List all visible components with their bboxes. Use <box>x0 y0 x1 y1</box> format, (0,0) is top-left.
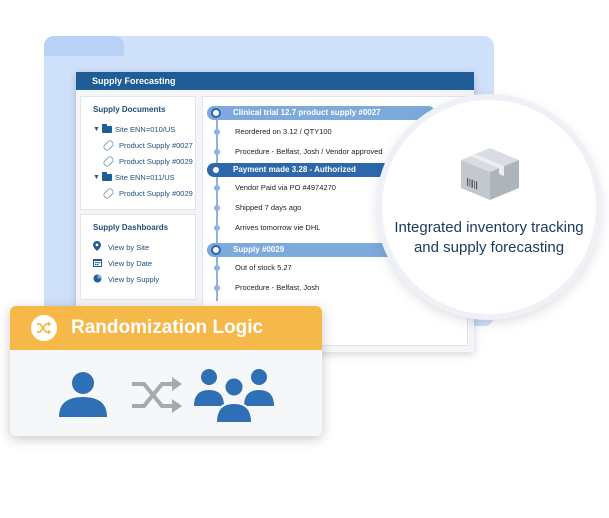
randomization-card: Randomization Logic <box>10 306 322 436</box>
timeline-entry: Shipped 7 days ago <box>235 203 302 212</box>
chevron-down-icon[interactable]: ▼ <box>93 125 100 133</box>
shuffle-arrows-icon <box>132 377 182 413</box>
tree-item-label: Product Supply #0029 <box>119 188 193 198</box>
timeline-entry: Reordered on 3.12 / QTY100 <box>235 127 332 136</box>
paperclip-icon <box>102 138 115 152</box>
pie-chart-icon <box>93 274 105 285</box>
timeline-entry: Vendor Paid via PO #4974270 <box>235 183 336 192</box>
dashboard-link-site[interactable]: View by Site <box>93 239 195 255</box>
tree-item-label: Site ENN=011/US <box>115 172 175 182</box>
magnifier-callout: Integrated inventory tracking and supply… <box>382 100 596 314</box>
map-pin-icon <box>93 241 105 253</box>
timeline-node <box>211 108 221 118</box>
user-icon <box>59 372 107 417</box>
chevron-down-icon[interactable]: ▼ <box>93 173 100 181</box>
tree-item-label: Product Supply #0027 <box>119 140 193 150</box>
tree-item-label: Product Supply #0029 <box>119 156 193 166</box>
randomization-title: Randomization Logic <box>71 317 264 338</box>
supply-documents-panel: Supply Documents ▼ Site ENN=010/US Produ… <box>80 96 196 210</box>
timeline-dot <box>214 285 220 291</box>
supply-documents-title: Supply Documents <box>93 105 166 114</box>
randomization-illustration <box>59 369 274 422</box>
magnifier-caption: Integrated inventory tracking and supply… <box>394 219 584 256</box>
calendar-icon <box>93 258 105 269</box>
dashboard-link-date[interactable]: View by Date <box>93 255 195 271</box>
supply-dashboards-title: Supply Dashboards <box>93 223 169 232</box>
supply-dashboards-panel: Supply Dashboards View by Site View by D… <box>80 214 196 300</box>
user-group-icon <box>194 369 274 422</box>
tree-item-label: Site ENN=010/US <box>115 124 176 134</box>
tree-item-site[interactable]: ▼ Site ENN=010/US <box>93 121 195 137</box>
dashboard-link-label: View by Site <box>108 242 150 252</box>
folder-icon <box>102 123 112 133</box>
timeline-header-supply-0027[interactable]: Clinical trial 12.7 product supply #0027 <box>207 106 435 120</box>
paperclip-icon <box>102 186 115 200</box>
timeline-entry: Procedure - Belfast, Josh <box>235 283 320 292</box>
sidebar: Supply Documents ▼ Site ENN=010/US Produ… <box>80 96 196 300</box>
package-box-icon <box>461 148 519 200</box>
timeline-dot <box>214 185 220 191</box>
randomization-header: Randomization Logic <box>10 306 322 350</box>
dashboard-link-supply[interactable]: View by Supply <box>93 271 195 287</box>
timeline-node <box>211 245 221 255</box>
timeline-dot <box>214 149 220 155</box>
timeline-entry: Out of stock 5.27 <box>235 263 292 272</box>
timeline-dot <box>214 265 220 271</box>
timeline-header-supply-0029[interactable]: Supply #0029 <box>207 243 435 257</box>
tree-item-site[interactable]: ▼ Site ENN=011/US <box>93 169 195 185</box>
paperclip-icon <box>102 154 115 168</box>
timeline-dot <box>214 205 220 211</box>
timeline-node <box>211 165 221 175</box>
tree-item-document[interactable]: Product Supply #0027 <box>93 137 195 153</box>
window-title: Supply Forecasting <box>76 72 474 90</box>
tree-item-document[interactable]: Product Supply #0029 <box>93 153 195 169</box>
folder-icon <box>102 171 112 181</box>
shuffle-icon <box>31 315 57 341</box>
tree-item-document[interactable]: Product Supply #0029 <box>93 185 195 201</box>
timeline-dot <box>214 225 220 231</box>
timeline-dot <box>214 129 220 135</box>
dashboard-link-label: View by Date <box>108 258 153 268</box>
timeline-entry: Procedure - Belfast, Josh / Vendor appro… <box>235 147 383 156</box>
timeline-entry: Arrives tomorrow vie DHL <box>235 223 321 232</box>
background-panel-tab <box>44 36 124 56</box>
dashboard-link-label: View by Supply <box>108 274 160 284</box>
timeline-header-payment[interactable]: Payment made 3.28 - Authorized <box>207 163 435 177</box>
